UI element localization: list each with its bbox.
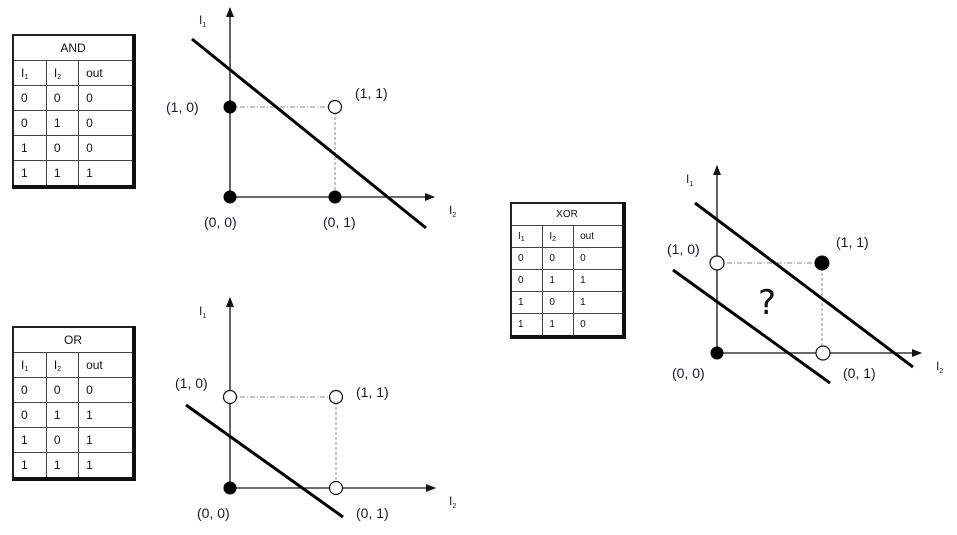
and-label-00: (0, 0) (204, 214, 237, 230)
or-plot: I1 I2 (1, 0) (1, 1) (0, 0) (0, 1) (175, 297, 456, 521)
cell: 1 (45, 402, 80, 428)
cell: 1 (573, 291, 625, 314)
xor-point-10-hollow (709, 255, 725, 271)
header-text: I (21, 65, 25, 80)
header-subscript: 2 (57, 365, 62, 373)
or-label-00: (0, 0) (197, 505, 230, 521)
and-label-10: (1, 0) (166, 99, 199, 115)
xor-label-00: (0, 0) (672, 365, 705, 381)
xor-question-mark: ? (758, 283, 776, 323)
header-text: I (21, 357, 25, 372)
cell: 1 (12, 452, 47, 480)
cell: 1 (510, 291, 544, 314)
xor-point-01-hollow (815, 345, 831, 361)
header-out: out (78, 352, 135, 378)
xor-decision-line-lower (672, 268, 831, 385)
cell: 0 (78, 135, 135, 161)
cell: 1 (45, 160, 80, 188)
header-subscript: 1 (520, 235, 525, 243)
or-point-00-filled (223, 481, 237, 495)
and-point-00-filled (223, 190, 237, 204)
and-decision-line (191, 37, 427, 230)
cell: 1 (45, 452, 80, 480)
header-out: out (78, 60, 135, 86)
xor-y-axis-label: I1 (686, 172, 693, 188)
xor-plot: ? I1 I2 (1, 0) (1, 1) (0, 0) (0, 1) (667, 165, 943, 385)
xor-point-11-filled (814, 255, 830, 271)
header-subscript: 1 (24, 73, 29, 81)
xor-label-10: (1, 0) (667, 241, 700, 257)
or-decision-line (185, 403, 344, 519)
and-y-axis-label: I1 (199, 13, 206, 29)
or-label-10: (1, 0) (175, 375, 208, 391)
header-subscript: 1 (24, 365, 29, 373)
and-label-01: (0, 1) (323, 214, 356, 230)
or-label-01: (0, 1) (356, 505, 389, 521)
cell: 1 (510, 313, 544, 338)
table-header-row: I1 I2 out (12, 352, 135, 378)
table-header-row: I1 I2 out (510, 225, 625, 248)
cell: 1 (12, 135, 47, 161)
or-point-11-hollow (328, 389, 344, 405)
cell: 0 (45, 135, 80, 161)
cell: 1 (78, 160, 135, 188)
header-text: I (53, 65, 58, 80)
cell: 0 (12, 85, 47, 111)
header-subscript: 2 (552, 235, 557, 243)
and-label-11: (1, 1) (355, 85, 388, 101)
or-point-01-hollow (328, 480, 344, 496)
and-plot: I1 I2 (1, 0) (1, 1) (0, 0) (0, 1) (166, 7, 456, 230)
header-text: I (518, 230, 521, 242)
and-x-axis-label: I2 (449, 203, 456, 219)
cell: 0 (45, 427, 80, 453)
cell: 1 (12, 427, 47, 453)
or-point-10-hollow (222, 389, 238, 405)
header-i2: I2 (45, 352, 80, 378)
cell: 0 (45, 85, 80, 111)
cell: 0 (573, 313, 625, 338)
cell: 1 (78, 452, 135, 480)
and-point-01-filled (328, 190, 342, 204)
xor-decision-line-upper (694, 201, 914, 369)
header-text: I (549, 230, 553, 242)
and-point-10-filled (223, 100, 237, 114)
xor-x-axis-label: I2 (936, 359, 943, 375)
header-subscript: 2 (57, 73, 62, 81)
xor-label-01: (0, 1) (843, 365, 876, 381)
cell: 1 (542, 313, 575, 338)
cell: 1 (78, 427, 135, 453)
cell: 1 (12, 160, 47, 188)
cell: 0 (45, 377, 80, 403)
xor-point-00-filled (710, 346, 724, 360)
xor-label-11: (1, 1) (836, 234, 869, 250)
or-label-11: (1, 1) (356, 384, 389, 400)
and-point-11-hollow (327, 99, 343, 115)
or-y-axis-label: I1 (199, 304, 206, 320)
or-x-axis-label: I2 (449, 494, 456, 510)
header-text: I (53, 357, 58, 372)
